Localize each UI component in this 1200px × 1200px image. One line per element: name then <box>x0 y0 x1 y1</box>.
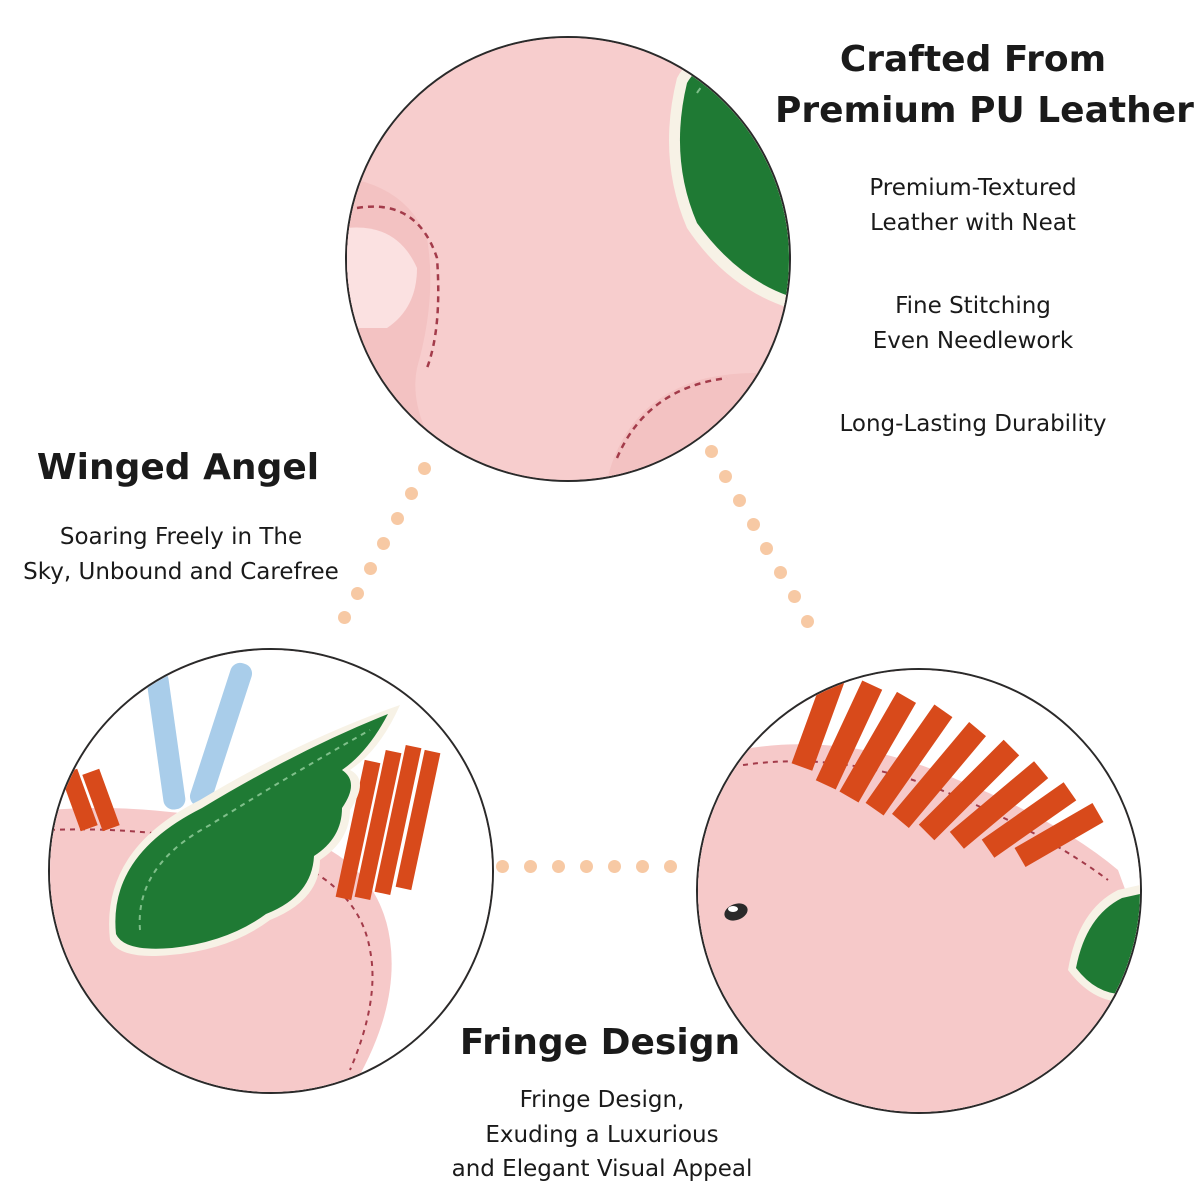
crafted-heading: Crafted From Premium PU Leather <box>775 34 1194 136</box>
winged-heading: Winged Angel <box>0 442 356 493</box>
connector-dot <box>524 860 537 873</box>
connector-dot <box>552 860 565 873</box>
crafted-title-line2: Premium PU Leather <box>775 90 1194 132</box>
winged-title: Winged Angel <box>36 447 320 488</box>
fringe-desc-line3: and Elegant Visual Appeal <box>451 1156 753 1182</box>
connector-dot <box>774 566 787 579</box>
connector-dot <box>608 860 621 873</box>
fringe-title: Fringe Design <box>459 1022 741 1063</box>
crafted-title-line1: Crafted From <box>839 39 1107 80</box>
fringe-desc: Fringe Design, Exuding a Luxurious and E… <box>400 1083 804 1187</box>
fringe-heading: Fringe Design <box>400 1017 800 1068</box>
connector-dot <box>788 590 801 603</box>
crafted-desc-3: Long-Lasting Durability <box>773 407 1173 442</box>
connector-dot <box>405 487 418 500</box>
crafted-desc-1-line2: Leather with Neat <box>870 209 1076 236</box>
fringe-desc-line2: Exuding a Luxurious <box>485 1121 719 1148</box>
connector-dot <box>636 860 649 873</box>
fringe-desc-line1: Fringe Design, <box>519 1087 685 1113</box>
winged-desc-line1: Soaring Freely in The <box>59 524 303 550</box>
winged-angel-illustration <box>50 650 492 1092</box>
connector-dot <box>391 512 404 525</box>
connector-dot <box>580 860 593 873</box>
connector-dot <box>418 462 431 475</box>
winged-desc: Soaring Freely in The Sky, Unbound and C… <box>0 520 362 589</box>
fringe-design-image <box>696 668 1142 1114</box>
winged-desc-line2: Sky, Unbound and Carefree <box>23 558 339 585</box>
crafted-desc-2: Fine Stitching Even Needlework <box>773 289 1173 358</box>
connector-dot <box>364 562 377 575</box>
leather-closeup-illustration <box>347 38 789 480</box>
connector-dot <box>760 542 773 555</box>
connector-dot <box>338 611 351 624</box>
crafted-desc-2-line2: Even Needlework <box>872 327 1074 354</box>
connector-dot <box>719 470 732 483</box>
connector-dot <box>733 494 746 507</box>
connector-dot <box>664 860 677 873</box>
connector-dot <box>747 518 760 531</box>
crafted-desc-3-line: Long-Lasting Durability <box>839 411 1107 437</box>
connector-dot <box>377 537 390 550</box>
connector-dot <box>705 445 718 458</box>
crafted-desc-2-line1: Fine Stitching <box>895 293 1051 319</box>
winged-angel-image <box>48 648 494 1094</box>
crafted-desc-1-line1: Premium-Textured <box>869 175 1077 201</box>
connector-dot <box>496 860 509 873</box>
connector-dot <box>801 615 814 628</box>
crafted-desc-1: Premium-Textured Leather with Neat <box>773 171 1173 240</box>
leather-closeup-image <box>345 36 791 482</box>
fringe-design-illustration <box>698 670 1140 1112</box>
